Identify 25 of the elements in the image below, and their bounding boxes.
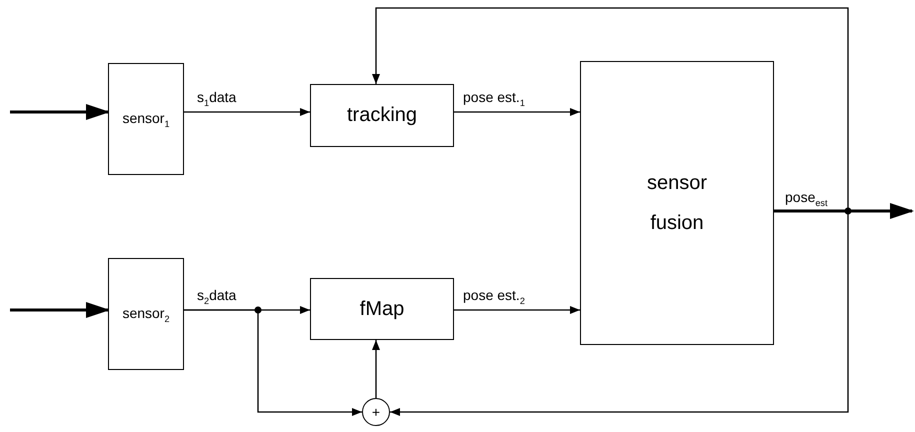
arrow — [10, 104, 110, 120]
process-box — [310, 278, 454, 340]
node-label: fMap — [360, 298, 404, 320]
edge-label: pose est.$_{2}$ — [462, 288, 526, 306]
arrow — [454, 306, 580, 314]
arrow — [372, 340, 380, 398]
arrow — [184, 309, 362, 416]
sensor-box — [108, 63, 184, 175]
process-box — [580, 61, 774, 345]
edge-label: s$_{1}$data — [196, 90, 238, 108]
summing-junction — [362, 398, 390, 426]
sensor-box — [108, 258, 184, 370]
arrow — [454, 108, 580, 116]
node-label: sensor$_{2}$ — [122, 304, 170, 324]
node-label: + — [372, 404, 380, 420]
node-label: tracking — [346, 104, 418, 127]
arrow — [10, 302, 110, 318]
node-label: sensor fusion — [646, 171, 708, 236]
arrow — [184, 108, 310, 116]
edge-label: s$_{2}$data — [196, 288, 238, 306]
arrow — [390, 210, 849, 416]
edge-label: pose est.$_{1}$ — [462, 90, 526, 108]
process-box — [310, 84, 454, 147]
arrow — [774, 203, 914, 219]
node-label: sensor$_{1}$ — [122, 110, 170, 128]
